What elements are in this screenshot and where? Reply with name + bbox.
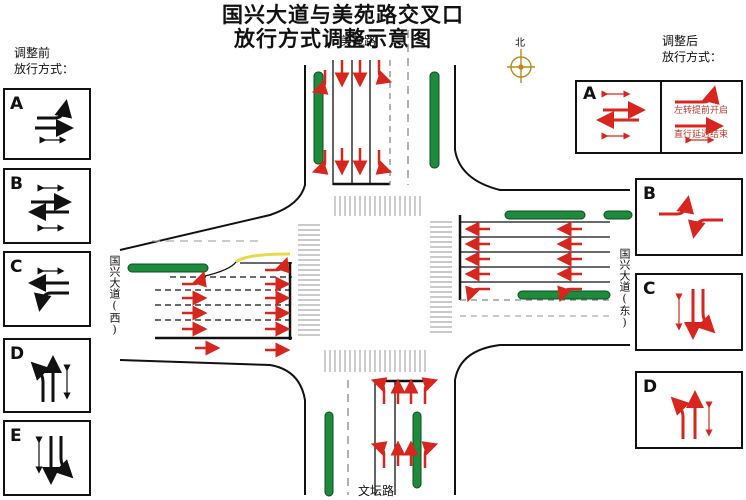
phase-letter: C	[643, 279, 656, 299]
after-a-note-2: 直行延迟结束	[674, 130, 729, 140]
after-phase-a-arrows	[596, 85, 724, 144]
before-phase-e: E	[3, 420, 91, 496]
after-phase-b: B	[635, 178, 743, 256]
before-phase-c: C	[3, 251, 91, 327]
west-lanes	[152, 240, 292, 340]
phase-letter: B	[643, 184, 656, 204]
phase-letter: C	[10, 257, 23, 277]
phase-letter: D	[643, 377, 658, 397]
phase-b-arrows	[28, 184, 72, 232]
south-arrows	[370, 377, 439, 468]
before-label-1: 调整前	[14, 46, 51, 60]
phase-letter: E	[10, 426, 22, 446]
phase-a-divider	[660, 82, 662, 152]
phase-c-arrows	[28, 267, 69, 312]
phase-letter: B	[10, 174, 23, 194]
phase-e-arrows	[35, 436, 74, 485]
title-line-1: 国兴大道与美苑路交叉口	[222, 2, 464, 27]
phase-a-arrows	[35, 99, 74, 144]
north-lanes	[332, 30, 409, 186]
before-label-2: 放行方式：	[14, 62, 75, 76]
east-lanes	[458, 215, 610, 317]
road-label-east: 国兴大道(东)	[618, 248, 631, 329]
road-edges	[119, 65, 630, 495]
after-phase-b-arrows	[659, 195, 723, 239]
phase-letter: A	[10, 94, 24, 114]
road-label-north: 美苑路	[340, 34, 377, 48]
east-arrows	[464, 221, 582, 303]
road-label-west: 国兴大道(西)	[108, 255, 121, 336]
before-phase-a: A	[3, 88, 91, 160]
after-phase-d-arrows	[670, 390, 713, 439]
west-arrows	[182, 256, 291, 358]
road-label-south: 文坛路	[358, 484, 395, 498]
after-phase-a: A 左转提前开启 直行延迟结束	[575, 80, 743, 154]
after-phase-d: D	[635, 371, 743, 449]
phase-letter: A	[583, 84, 597, 104]
after-a-note-1: 左转提前开启	[674, 106, 729, 116]
title-line-2: 放行方式调整示意图	[234, 26, 432, 51]
north-label: 北	[515, 38, 525, 49]
north-arrows	[311, 60, 393, 176]
after-label-1: 调整后	[662, 34, 699, 48]
after-phase-c: C	[635, 273, 743, 351]
before-phase-d: D	[3, 338, 91, 413]
after-phase-c-arrows	[675, 289, 716, 340]
compass-icon	[507, 49, 535, 83]
after-label-2: 放行方式：	[662, 50, 723, 64]
before-phase-b: B	[3, 168, 91, 244]
green-islands	[127, 71, 633, 497]
phase-letter: D	[10, 344, 25, 364]
phase-d-arrows	[30, 355, 71, 402]
